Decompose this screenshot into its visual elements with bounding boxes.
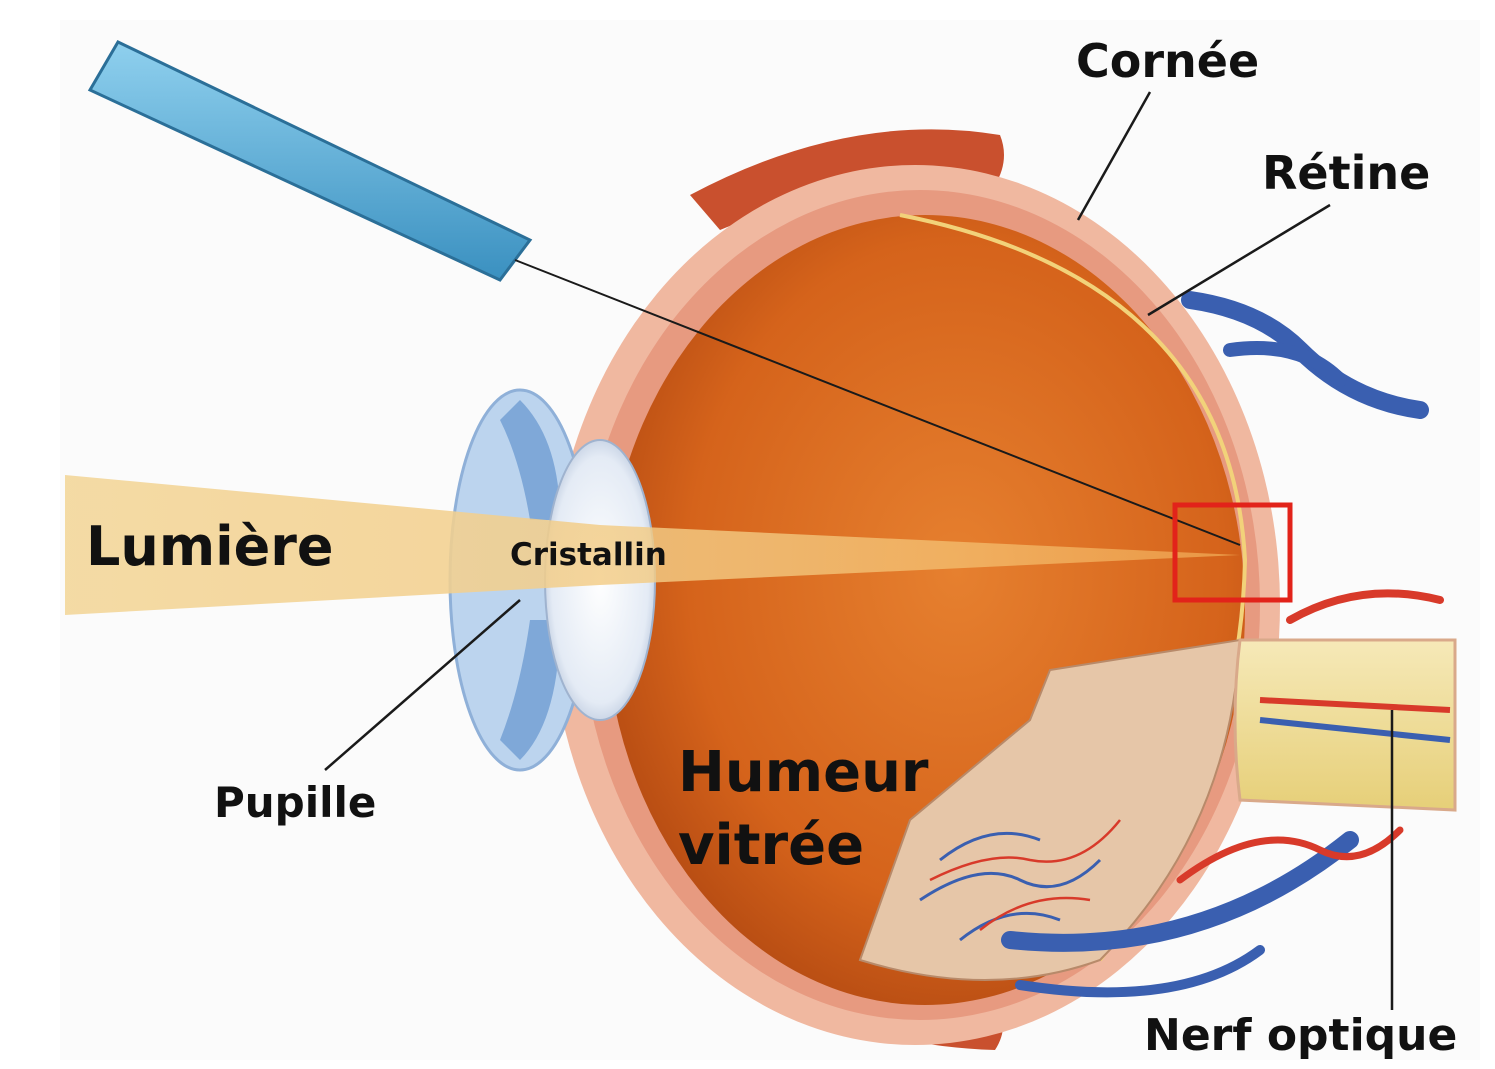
label-cornee: Cornée [1076, 38, 1259, 84]
label-lumiere: Lumière [86, 520, 334, 574]
label-humeur: Humeur [678, 745, 929, 801]
label-nerf-optique: Nerf optique [1144, 1014, 1457, 1058]
label-cristallin: Cristallin [510, 540, 667, 571]
optic-nerve [1235, 640, 1455, 810]
label-pupille: Pupille [214, 782, 376, 824]
label-retine: Rétine [1262, 150, 1430, 196]
label-vitree: vitrée [678, 818, 864, 874]
